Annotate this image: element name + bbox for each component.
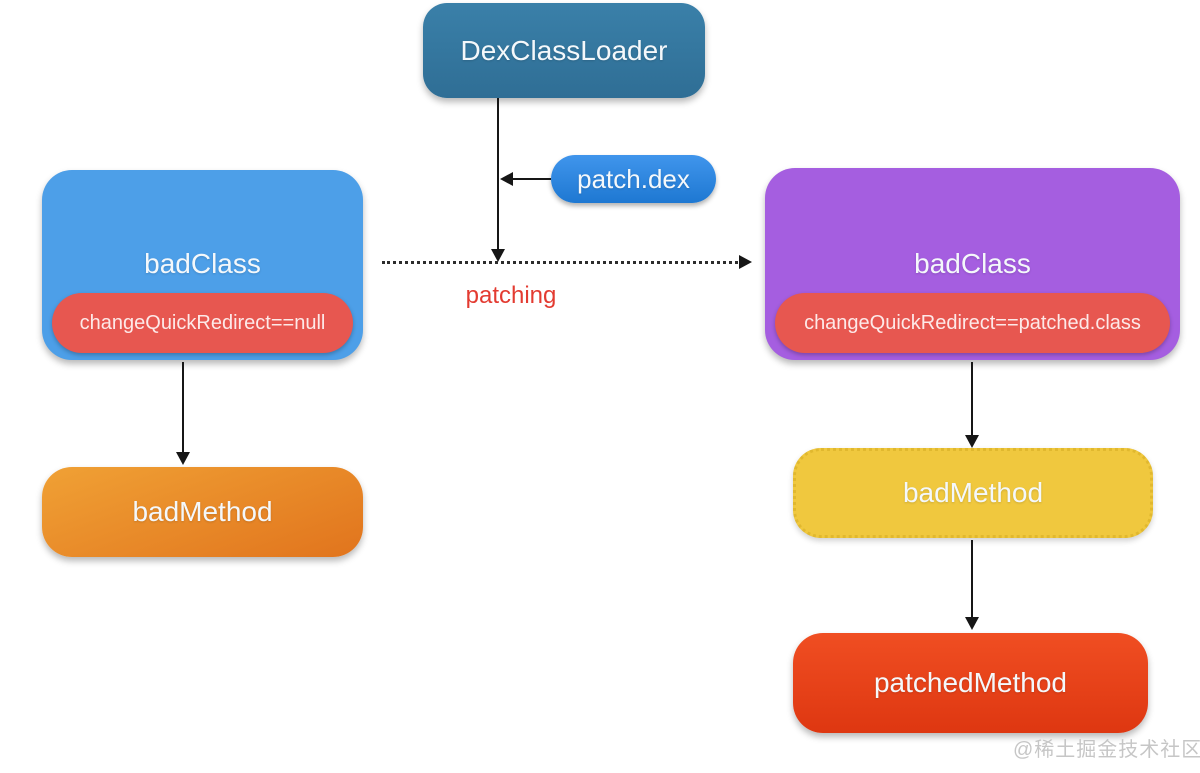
arrow-badclass-patched-down-line <box>971 362 973 436</box>
node-badclass-patched-label: badClass <box>914 248 1031 279</box>
arrow-patchdex-left-head <box>500 172 513 186</box>
arrow-badclass-source-down-line <box>182 362 184 453</box>
arrow-patching-dotted-line <box>382 261 738 264</box>
node-patchedmethod-label: patchedMethod <box>873 667 1068 698</box>
arrow-patching-head <box>739 255 752 269</box>
arrow-dexloader-down-line <box>497 98 499 249</box>
node-patch-dex-label: patch.dex <box>577 163 690 194</box>
node-badclass-source: badClass changeQuickRedirect==null <box>42 170 363 360</box>
arrow-dexloader-down-head <box>491 249 505 262</box>
field-changequickredirect-patched: changeQuickRedirect==patched.class <box>775 293 1170 353</box>
node-badmethod-patched: badMethod <box>793 448 1153 538</box>
node-patchedmethod: patchedMethod <box>793 633 1148 733</box>
watermark: @稀土掘金技术社区 <box>1013 739 1200 761</box>
node-dexclassloader: DexClassLoader <box>423 3 705 98</box>
node-badmethod-source-label: badMethod <box>132 496 273 527</box>
patching-label: patching <box>465 282 557 309</box>
arrow-patchdex-left-line <box>511 178 551 180</box>
node-badmethod-patched-label: badMethod <box>902 477 1044 508</box>
arrow-badmethod-down-head <box>965 617 979 630</box>
field-changequickredirect-null: changeQuickRedirect==null <box>52 293 353 353</box>
arrow-badmethod-down-line <box>971 540 973 618</box>
node-badclass-patched: badClass changeQuickRedirect==patched.cl… <box>765 168 1180 360</box>
node-badclass-source-label: badClass <box>144 248 261 279</box>
arrow-badclass-source-down-head <box>176 452 190 465</box>
node-patch-dex: patch.dex <box>551 155 716 203</box>
arrow-badclass-patched-down-head <box>965 435 979 448</box>
node-dexclassloader-label: DexClassLoader <box>460 34 668 66</box>
node-badmethod-source: badMethod <box>42 467 363 557</box>
